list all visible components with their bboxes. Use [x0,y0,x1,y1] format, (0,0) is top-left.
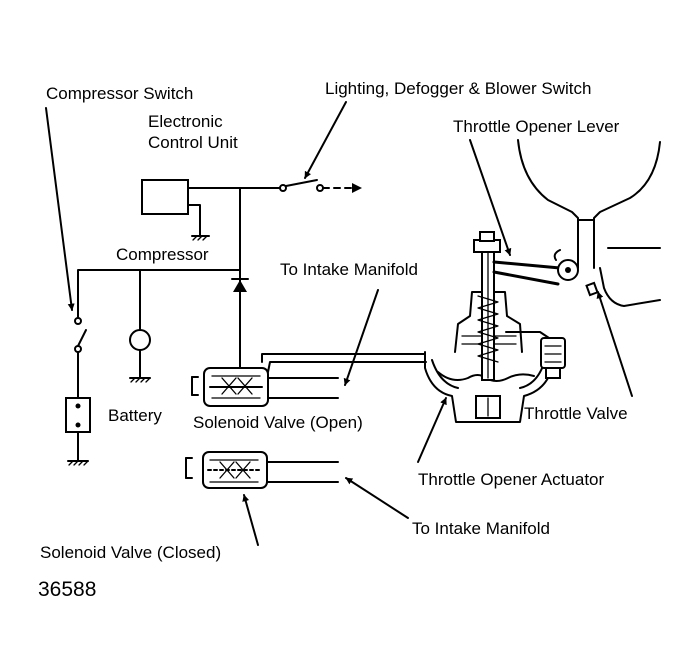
throttle-opener-lever-label: Throttle Opener Lever [453,117,620,136]
battery-label: Battery [108,406,162,425]
electronic-control-unit-box [141,179,189,215]
solenoid-valve-closed-label: Solenoid Valve (Closed) [40,543,221,562]
figure-number: 36588 [38,578,96,601]
throttle-valve-label: Throttle Valve [524,404,628,423]
ecu-ground-icon [191,235,210,241]
compressor-icon [129,329,151,383]
throttle-opener-actuator-icon [424,231,566,423]
lighting-defogger-blower-switch-label: Lighting, Defogger & Blower Switch [325,79,591,98]
throttle-opener-actuator-label: Throttle Opener Actuator [418,470,604,489]
labels: Compressor Switch Lighting, Defogger & B… [38,79,628,601]
solenoid-valve-open-label: Solenoid Valve (Open) [193,413,363,432]
to-intake-manifold-bottom-label: To Intake Manifold [412,519,550,538]
solenoid-valve-closed-icon [185,451,339,489]
compressor-switch-label: Compressor Switch [46,84,193,103]
throttle-body-icon [492,139,661,307]
electronic-control-unit-label-line1: Electronic [148,112,223,131]
battery-icon [65,397,91,466]
solenoid-valve-open-icon [191,353,427,407]
compressor-switch-icon [74,317,87,399]
electronic-control-unit-label-line2: Control Unit [148,133,238,152]
electrical-circuit [65,179,362,466]
compressor-label: Compressor [116,245,209,264]
lighting-switch-icon [249,179,362,193]
pointer-arrows [45,101,633,546]
to-intake-manifold-top-label: To Intake Manifold [280,260,418,279]
diode-icon [231,278,249,292]
